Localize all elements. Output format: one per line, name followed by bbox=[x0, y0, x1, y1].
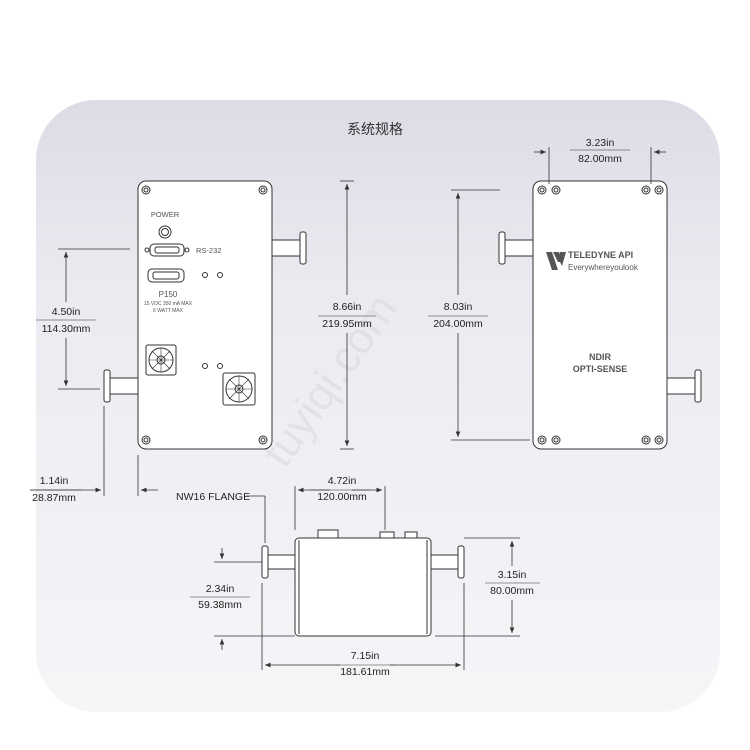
dim-front-height-in: 8.66in bbox=[333, 301, 362, 313]
dimension-left-offset bbox=[36, 248, 130, 390]
dimension-overall-width bbox=[261, 583, 465, 670]
rear-enclosure bbox=[532, 180, 668, 450]
db-connector-icon bbox=[147, 268, 185, 283]
power-switch-icon bbox=[158, 225, 172, 239]
dim-fitting-in: 1.14in bbox=[40, 475, 69, 487]
product-name-label: NDIR bbox=[589, 352, 611, 362]
dim-fitting-mm: 28.87mm bbox=[32, 492, 76, 504]
power-label: POWER bbox=[151, 210, 180, 219]
watermark: tuyiqi.com bbox=[253, 285, 407, 475]
side-view bbox=[261, 529, 465, 637]
dimension-rear-height bbox=[428, 189, 530, 441]
dim-side-height-mm: 80.00mm bbox=[490, 585, 534, 597]
dimension-side-offset bbox=[190, 548, 295, 650]
rs232-label: RS-232 bbox=[196, 246, 221, 255]
dimension-side-height bbox=[435, 537, 540, 637]
front-panel-text: POWER RS-232 P150 15 VDC 350 mA MAX 6 WA… bbox=[144, 210, 221, 314]
teledyne-logo-icon bbox=[546, 252, 566, 270]
dimension-top-width bbox=[294, 486, 386, 530]
rear-corner-screws bbox=[537, 185, 664, 445]
tagline-label: Everywhereyoulook bbox=[568, 263, 639, 272]
side-gas-fitting bbox=[430, 545, 465, 579]
dim-hole-spacing-in: 3.23in bbox=[586, 137, 615, 149]
dim-top-width-in: 4.72in bbox=[328, 475, 357, 487]
rear-gas-fitting bbox=[666, 369, 702, 403]
rs232-connector-icon bbox=[149, 243, 185, 257]
product-name-label: OPTI-SENSE bbox=[573, 364, 628, 374]
dim-side-height-in: 3.15in bbox=[498, 569, 527, 581]
dim-front-height-mm: 219.95mm bbox=[322, 318, 372, 330]
flange-leader bbox=[246, 495, 266, 543]
dim-top-width-mm: 120.00mm bbox=[317, 491, 367, 503]
fan-icon bbox=[145, 344, 177, 376]
front-enclosure bbox=[137, 180, 273, 450]
dim-rear-height-mm: 204.00mm bbox=[433, 318, 483, 330]
front-gas-fitting bbox=[271, 231, 307, 265]
dimension-front-height bbox=[318, 180, 376, 450]
page-title: 系统规格 bbox=[347, 122, 403, 138]
dim-side-offset-mm: 59.38mm bbox=[198, 599, 242, 611]
rear-view bbox=[498, 180, 702, 450]
dim-side-offset-in: 2.34in bbox=[206, 583, 235, 595]
front-corner-screws bbox=[141, 185, 268, 445]
dim-overall-width-in: 7.15in bbox=[351, 650, 380, 662]
side-gas-fitting bbox=[261, 545, 296, 579]
dimension-hole-spacing bbox=[534, 147, 666, 184]
dim-left-offset-mm: 114.30mm bbox=[42, 323, 91, 335]
indicator-led-icon bbox=[202, 272, 208, 278]
brand-label: TELEDYNE API bbox=[568, 250, 633, 260]
rear-gas-fitting bbox=[498, 231, 534, 265]
side-enclosure bbox=[294, 537, 432, 637]
dim-left-offset-in: 4.50in bbox=[52, 306, 81, 318]
front-gas-fitting bbox=[103, 369, 139, 403]
flange-label: NW16 FLANGE bbox=[176, 491, 250, 503]
dimension-fitting bbox=[30, 406, 158, 496]
fan-icon bbox=[222, 372, 256, 406]
dim-overall-width-mm: 181.61mm bbox=[340, 666, 390, 678]
dim-hole-spacing-mm: 82.00mm bbox=[578, 153, 622, 165]
rating-label: 15 VDC 350 mA MAX bbox=[144, 301, 193, 307]
rating-label: 6 WATT MAX bbox=[153, 308, 184, 314]
dim-rear-height-in: 8.03in bbox=[444, 301, 473, 313]
front-view bbox=[103, 180, 307, 450]
model-label: P150 bbox=[159, 290, 178, 299]
